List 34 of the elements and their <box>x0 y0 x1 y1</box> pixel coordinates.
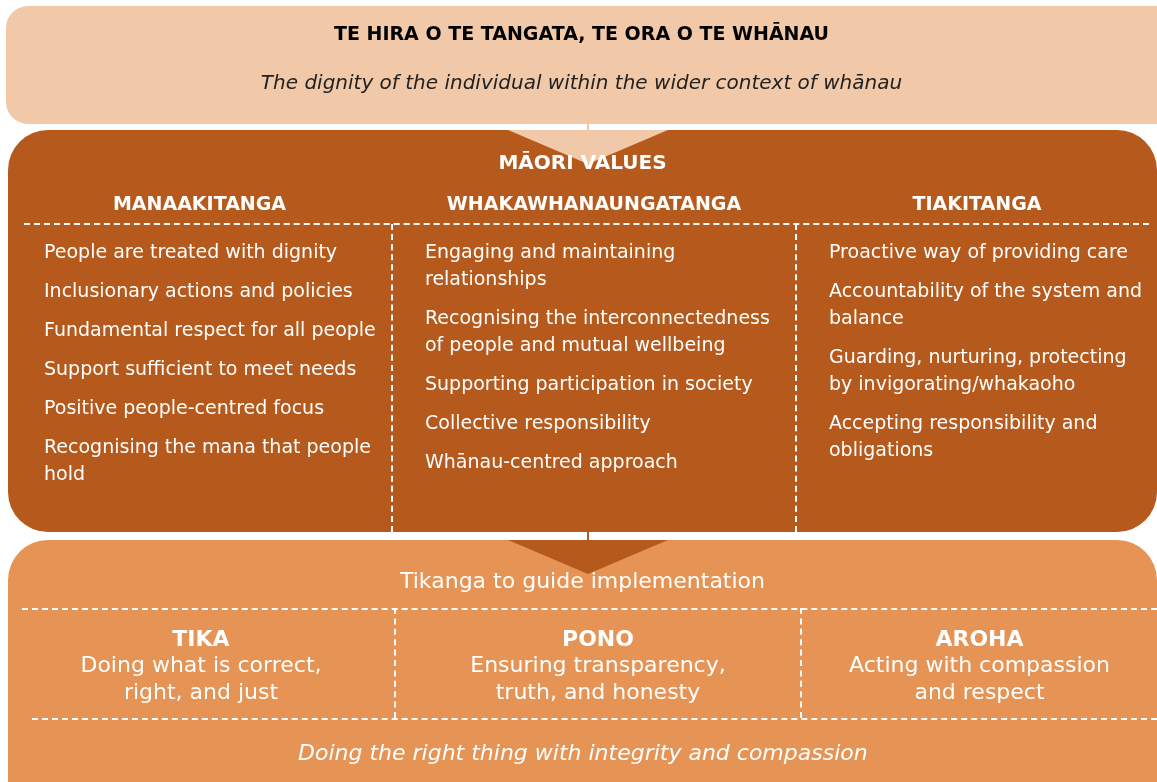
value-item: Positive people-centred focus <box>44 395 326 420</box>
column-heading: WHAKAWHANAUNGATANGA <box>445 191 743 214</box>
value-item: Fundamental respect for all people <box>44 317 377 342</box>
values-band <box>8 130 1157 532</box>
principle-heading: TIKA <box>172 626 230 651</box>
value-item: Proactive way of providing care <box>829 239 1129 264</box>
value-item: Accepting responsibility and obligations <box>829 410 1099 462</box>
chevron-arrow <box>508 530 668 574</box>
principle-text: Ensuring transparency, truth, and honesty <box>469 651 727 705</box>
value-item: Recognising the interconnectedness of people and mutual wellbeing <box>425 305 771 357</box>
value-item: Recognising the mana that people hold <box>44 434 372 486</box>
column-heading: MANAAKITANGA <box>111 191 288 214</box>
closing-statement: Doing the right thing with integrity and compassion <box>298 740 868 765</box>
value-item: Engaging and maintaining relationships <box>425 239 677 291</box>
section-heading: Tikanga to guide implementation <box>400 568 765 593</box>
principle-text: Doing what is correct, right, and just <box>79 651 323 705</box>
principle-heading: AROHA <box>935 626 1024 651</box>
banner-title: TE HIRA O TE TANGATA, TE ORA O TE WHĀNAU <box>333 22 830 44</box>
value-item: Support sufficient to meet needs <box>44 356 358 381</box>
value-item: Supporting participation in society <box>425 371 754 396</box>
column-heading: TIAKITANGA <box>911 191 1043 214</box>
value-item: Inclusionary actions and policies <box>44 278 354 303</box>
section-heading: MĀORI VALUES <box>498 150 667 174</box>
value-item: People are treated with dignity <box>44 239 339 264</box>
chevron-arrow <box>508 122 668 164</box>
principle-heading: PONO <box>562 626 634 651</box>
value-item: Collective responsibility <box>425 410 652 435</box>
banner-subtitle: The dignity of the individual within the wider context of whānau <box>260 70 903 94</box>
value-item: Whānau-centred approach <box>425 449 679 474</box>
value-item: Guarding, nurturing, protecting by invigorating/whakaoho <box>829 344 1128 396</box>
value-item: Accountability of the system and balance <box>829 278 1143 330</box>
tikanga-band <box>8 540 1157 782</box>
banner-band <box>6 6 1157 124</box>
principle-text: Acting with compassion and respect <box>848 651 1111 705</box>
